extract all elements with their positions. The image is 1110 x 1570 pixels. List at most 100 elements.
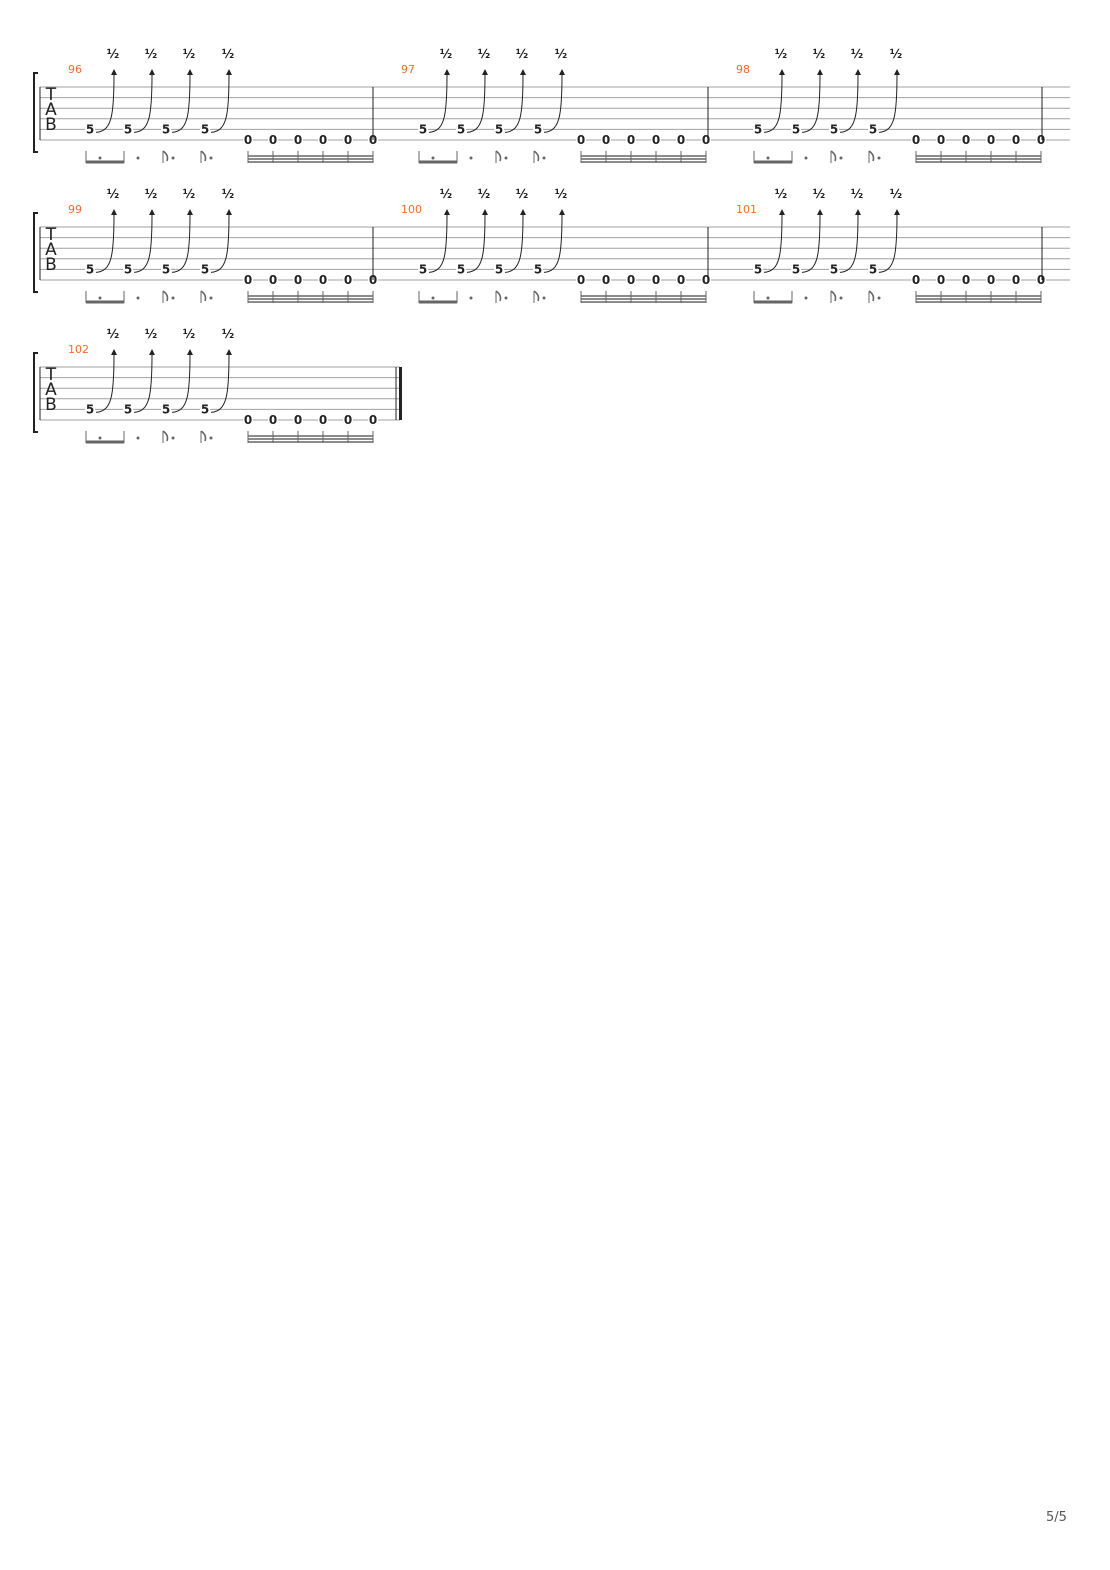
dot bbox=[504, 296, 508, 300]
note-mask bbox=[343, 413, 353, 425]
note-mask bbox=[829, 122, 839, 135]
dot bbox=[171, 156, 175, 160]
note-mask bbox=[936, 273, 946, 285]
bend-amount: ½ bbox=[145, 187, 157, 201]
bend-arrow bbox=[520, 69, 526, 75]
dot bbox=[136, 436, 140, 440]
bend-arrow bbox=[520, 209, 526, 215]
note-mask bbox=[533, 262, 543, 275]
note-mask bbox=[293, 133, 303, 145]
fret-number: 0 bbox=[602, 133, 610, 147]
fret-number: 0 bbox=[937, 273, 945, 287]
dot bbox=[209, 156, 213, 160]
note-mask bbox=[494, 122, 504, 135]
bend-arrow bbox=[187, 349, 193, 355]
note-flag bbox=[200, 290, 207, 302]
bend-amount: ½ bbox=[775, 47, 787, 61]
fret-number: 5 bbox=[534, 262, 542, 276]
dot bbox=[804, 296, 808, 300]
fret-number: 5 bbox=[124, 402, 132, 416]
fret-number: 5 bbox=[830, 122, 838, 136]
fret-number: 5 bbox=[830, 262, 838, 276]
bend-arrow bbox=[559, 209, 565, 215]
tab-clef-letter: A bbox=[45, 240, 57, 260]
fret-number: 0 bbox=[1012, 133, 1020, 147]
fret-number: 0 bbox=[294, 413, 302, 427]
note-mask bbox=[911, 133, 921, 145]
bend-curve bbox=[543, 73, 563, 133]
bend-arrow bbox=[226, 209, 232, 215]
note-mask bbox=[243, 273, 253, 285]
fret-number: 0 bbox=[627, 133, 635, 147]
bend-arrow bbox=[226, 69, 232, 75]
note-mask bbox=[911, 273, 921, 285]
bend-curve bbox=[878, 213, 898, 273]
dot bbox=[839, 296, 843, 300]
note-mask bbox=[161, 122, 171, 135]
fret-number: 5 bbox=[754, 122, 762, 136]
fret-number: 5 bbox=[201, 262, 209, 276]
note-mask bbox=[418, 122, 428, 135]
fret-number: 0 bbox=[244, 133, 252, 147]
note-mask bbox=[676, 273, 686, 285]
dot bbox=[542, 296, 546, 300]
bend-amount: ½ bbox=[813, 47, 825, 61]
dot bbox=[136, 296, 140, 300]
note-mask bbox=[161, 402, 171, 415]
tab-clef-letter: B bbox=[45, 395, 57, 415]
measure-number: 97 bbox=[401, 63, 415, 76]
final-barline bbox=[399, 367, 402, 420]
bend-arrow bbox=[482, 209, 488, 215]
note-mask bbox=[368, 413, 378, 425]
system-bracket bbox=[33, 212, 38, 293]
dot bbox=[877, 156, 881, 160]
bend-arrow bbox=[149, 209, 155, 215]
note-mask bbox=[123, 122, 133, 135]
bend-amount: ½ bbox=[555, 187, 567, 201]
fret-number: 0 bbox=[369, 413, 377, 427]
fret-number: 5 bbox=[457, 262, 465, 276]
bend-curve bbox=[839, 73, 859, 133]
note-mask bbox=[343, 133, 353, 145]
fret-number: 0 bbox=[319, 133, 327, 147]
note-mask bbox=[85, 122, 95, 135]
bend-amount: ½ bbox=[516, 187, 528, 201]
note-mask bbox=[268, 133, 278, 145]
note-mask bbox=[418, 262, 428, 275]
fret-number: 0 bbox=[294, 273, 302, 287]
bend-amount: ½ bbox=[183, 327, 195, 341]
bend-arrow bbox=[444, 209, 450, 215]
fret-number: 0 bbox=[937, 133, 945, 147]
fret-number: 0 bbox=[702, 133, 710, 147]
dot bbox=[98, 296, 102, 300]
note-mask bbox=[1036, 273, 1046, 285]
note-mask bbox=[829, 262, 839, 275]
note-mask bbox=[626, 133, 636, 145]
note-mask bbox=[868, 122, 878, 135]
dot bbox=[431, 296, 435, 300]
note-mask bbox=[701, 133, 711, 145]
note-mask bbox=[1011, 273, 1021, 285]
fret-number: 0 bbox=[962, 133, 970, 147]
note-mask bbox=[986, 133, 996, 145]
bend-arrow bbox=[111, 69, 117, 75]
bend-curve bbox=[133, 353, 153, 413]
bend-arrow bbox=[482, 69, 488, 75]
fret-number: 5 bbox=[201, 122, 209, 136]
fret-number: 0 bbox=[912, 133, 920, 147]
bend-arrow bbox=[817, 209, 823, 215]
note-mask bbox=[753, 122, 763, 135]
fret-number: 0 bbox=[702, 273, 710, 287]
note-mask bbox=[626, 273, 636, 285]
bend-curve bbox=[133, 213, 153, 273]
fret-number: 0 bbox=[962, 273, 970, 287]
bend-curve bbox=[763, 73, 783, 133]
fret-number: 5 bbox=[201, 402, 209, 416]
bend-arrow bbox=[894, 69, 900, 75]
note-mask bbox=[268, 273, 278, 285]
